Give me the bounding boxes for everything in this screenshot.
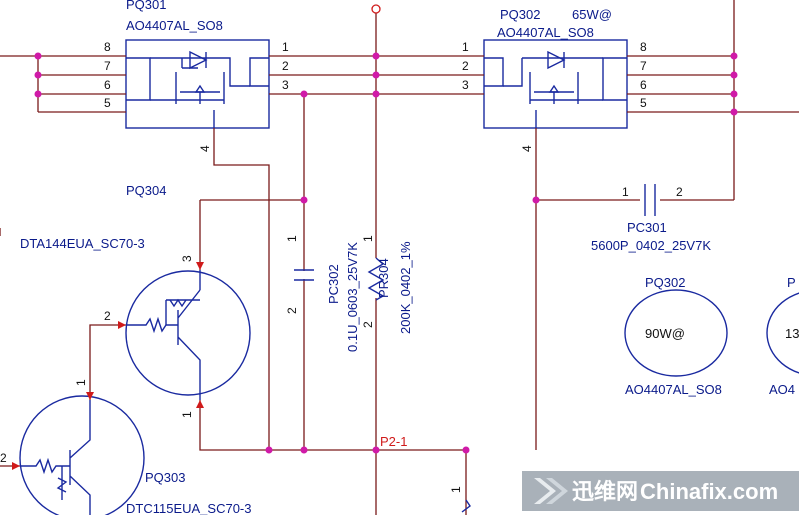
pq303-ref: PQ303 <box>145 470 185 485</box>
pq303-pin1: 1 <box>74 379 88 386</box>
net-label-p2-1: P2-1 <box>380 434 407 449</box>
pq302-pin-b: 2 <box>462 59 469 73</box>
pq302-gate-plate <box>529 91 579 104</box>
pq303-pin1-arrow-icon <box>86 392 94 400</box>
variant-a-ref: PQ302 <box>645 275 685 290</box>
terminal-icon <box>371 4 381 14</box>
watermark-logo-icon <box>534 478 556 504</box>
variant-b-ref: P <box>787 275 796 290</box>
pq302-pin-d: 8 <box>640 40 647 54</box>
pq301-pin-f: 2 <box>282 59 289 73</box>
pq301-pin-b: 7 <box>104 59 111 73</box>
pq301-pin-d: 5 <box>104 96 111 110</box>
pq304-transistor: PQ304 DTA144EUA_SC70-3 3 2 1 <box>20 183 251 418</box>
pq304-ref: PQ304 <box>126 183 166 198</box>
pq301-pin-a: 8 <box>104 40 111 54</box>
junctions <box>34 52 738 454</box>
pq302-drain-bracket <box>602 57 627 101</box>
pq302-pin-e: 7 <box>640 59 647 73</box>
pq301-part: AO4407AL_SO8 <box>126 18 223 33</box>
pq304-pin1: 1 <box>180 411 194 418</box>
pq303-body <box>19 395 145 520</box>
pq302-body <box>483 39 628 129</box>
pr304-resistor: 1 2 PR304 200K_0402_1% <box>361 235 413 334</box>
variant-b-part: AO4 <box>769 382 795 397</box>
pq302-pin-a: 1 <box>462 40 469 54</box>
bottom-pin-number: 1 <box>449 486 463 493</box>
pq301-source-bracket <box>249 57 269 87</box>
pr304-zigzag-icon <box>367 257 385 301</box>
pq301-body <box>125 39 270 129</box>
pq304-body <box>125 270 251 396</box>
pq302-pin-g: 5 <box>640 96 647 110</box>
pq301-gate-plate <box>175 91 225 104</box>
pc302-pin2: 2 <box>285 307 299 314</box>
variant-a-part: AO4407AL_SO8 <box>625 382 722 397</box>
pq302-part: AO4407AL_SO8 <box>497 25 594 40</box>
variant-a-power: 90W@ <box>645 326 685 341</box>
pq304-pin3: 3 <box>180 255 194 262</box>
pq304-pin3-arrow-icon <box>196 262 204 270</box>
pc302-ref: PC302 <box>326 264 341 304</box>
pq302-diode-icon <box>547 50 566 70</box>
watermark: 迅维网 Chinafix.com <box>522 471 799 511</box>
pq302-pin-gate: 4 <box>520 145 534 152</box>
pq303-part: DTC115EUA_SC70-3 <box>126 501 251 515</box>
pq302-ref: PQ302 <box>500 7 540 22</box>
pc302-capacitor: 1 2 PC302 0.1U_0603_25V7K <box>285 235 360 352</box>
pq302-channel <box>503 57 603 87</box>
pq301-pin-gate: 4 <box>198 145 212 152</box>
pq304-pin2-arrow-icon <box>118 321 126 329</box>
pq301-pin-e: 1 <box>282 40 289 54</box>
pq301-diode-icon <box>189 50 208 70</box>
pq302-pin-c: 3 <box>462 78 469 92</box>
pc301-capacitor: 1 2 PC301 5600P_0402_25V7K <box>591 184 711 253</box>
watermark-brand: 迅维网 <box>572 479 638 504</box>
pq302-source-bracket <box>484 57 504 87</box>
pq302-pin-f: 6 <box>640 78 647 92</box>
pq301-mosfet: PQ301 AO4407AL_SO8 8 7 6 5 1 2 3 4 <box>104 0 289 152</box>
pr304-ref: PR304 <box>376 258 391 298</box>
pr304-pin1: 1 <box>361 235 375 242</box>
pq303-pin2: 2 <box>0 451 7 465</box>
pq301-arrow-icon <box>194 84 206 93</box>
pq303-transistor: 1 2 PQ303 DTC115EUA_SC70-3 <box>0 379 251 520</box>
variant-pq302-90w: PQ302 90W@ AO4407AL_SO8 <box>624 275 728 397</box>
pc301-value: 5600P_0402_25V7K <box>591 238 711 253</box>
pq302-arrow-icon <box>548 84 560 93</box>
pq301-pin-g: 3 <box>282 78 289 92</box>
variant-b-power: 13 <box>785 326 799 341</box>
pq302-power: 65W@ <box>572 7 612 22</box>
pc301-pin2: 2 <box>676 185 683 199</box>
pq301-drain-bracket <box>126 57 151 101</box>
pr304-pin2: 2 <box>361 321 375 328</box>
pq304-pin2: 2 <box>104 309 111 323</box>
pq301-pin-c: 6 <box>104 78 111 92</box>
pq302-mosfet: PQ302 65W@ AO4407AL_SO8 1 2 3 8 7 6 5 4 <box>462 7 647 152</box>
pr304-value: 200K_0402_1% <box>398 241 413 334</box>
pc301-ref: PC301 <box>627 220 667 235</box>
pc301-pin1: 1 <box>622 185 629 199</box>
pq301-ref: PQ301 <box>126 0 166 12</box>
watermark-site: Chinafix.com <box>640 479 778 504</box>
pq304-part: DTA144EUA_SC70-3 <box>20 236 145 251</box>
pq304-pin1-arrow-icon <box>196 400 204 408</box>
pc302-pin1: 1 <box>285 235 299 242</box>
pq303-pin2-arrow-icon <box>12 462 20 470</box>
pc302-value: 0.1U_0603_25V7K <box>345 242 360 352</box>
variant-partial-right: P 13 AO4 <box>766 275 799 397</box>
